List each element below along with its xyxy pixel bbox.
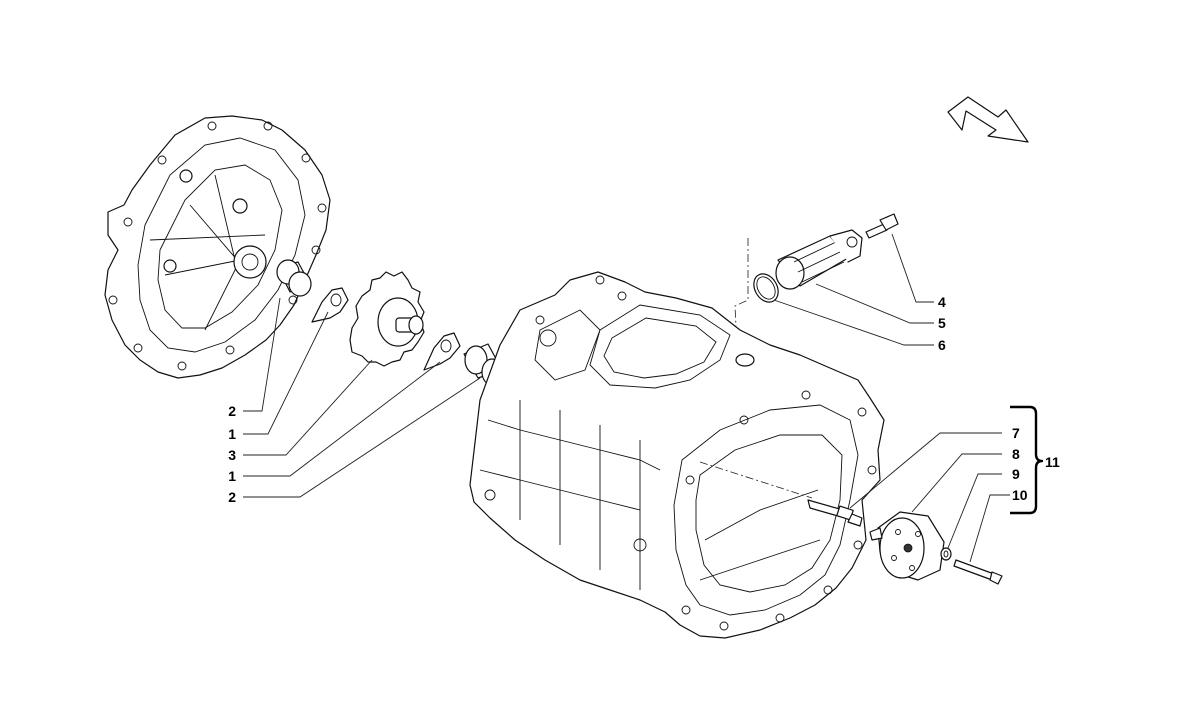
leader-4 — [891, 233, 934, 303]
leader-6 — [773, 299, 934, 346]
tab-washer-lower — [423, 332, 461, 371]
leader-8 — [911, 453, 1002, 513]
oil-filter-pipe — [775, 229, 863, 290]
centre-line-lower — [699, 461, 813, 499]
spur-gear — [349, 271, 425, 367]
tab-washer-upper — [311, 287, 349, 323]
leader-2-upper — [243, 297, 281, 412]
callout-left-1-upper: 1 — [228, 426, 236, 442]
centre-line-upper — [734, 238, 749, 327]
callout-8: 8 — [1012, 446, 1020, 462]
leader-3 — [243, 359, 373, 456]
leader-7 — [849, 432, 1002, 509]
bolt-top — [865, 213, 899, 239]
callout-group-11: 11 — [1045, 454, 1060, 470]
callout-9: 9 — [1012, 466, 1020, 482]
oil-pump — [869, 511, 945, 581]
leader-9 — [947, 473, 1002, 549]
orientation-arrow-icon — [947, 96, 1029, 143]
leader-2-lower — [243, 377, 481, 498]
leader-10 — [969, 494, 1010, 563]
roller-bearing-upper — [276, 259, 312, 297]
callout-4: 4 — [938, 294, 946, 310]
pump-shaft — [807, 499, 863, 527]
callout-7: 7 — [1012, 425, 1020, 441]
callout-10: 10 — [1012, 487, 1028, 503]
washer — [940, 547, 952, 561]
callout-left-2-lower: 2 — [228, 489, 236, 505]
leader-1-lower — [243, 361, 441, 477]
gearbox-housing — [469, 271, 885, 639]
leader-5 — [815, 283, 934, 324]
callout-left-2-upper: 2 — [228, 403, 236, 419]
leader-1-upper — [243, 311, 329, 435]
callout-left-1-lower: 1 — [228, 468, 236, 484]
group-bracket — [1010, 405, 1044, 515]
callout-left-3: 3 — [228, 447, 236, 463]
o-ring — [753, 273, 779, 303]
bolt-bottom — [953, 559, 1003, 585]
callout-5: 5 — [938, 315, 946, 331]
callout-6: 6 — [938, 337, 946, 353]
clutch-housing — [104, 115, 331, 379]
